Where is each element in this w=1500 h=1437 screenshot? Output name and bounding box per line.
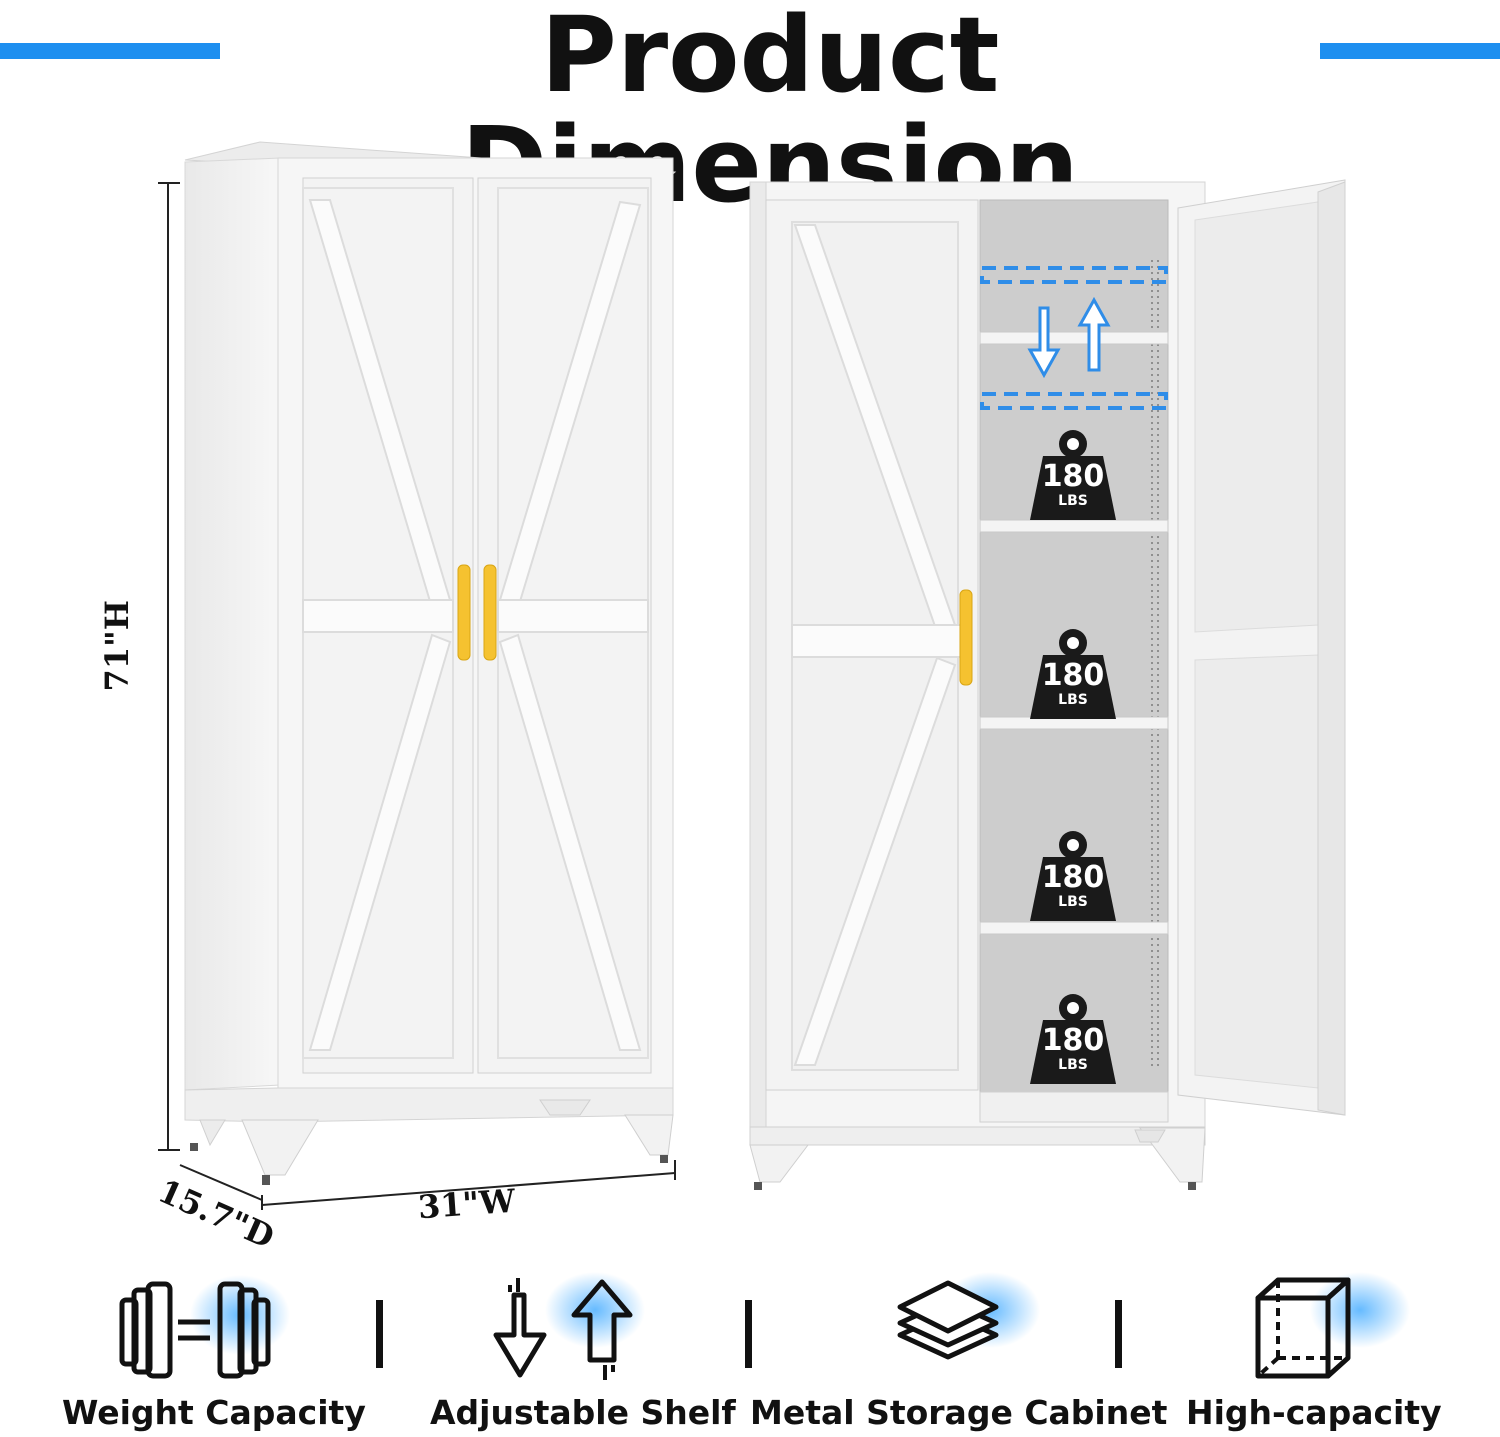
weight-capacity-icon bbox=[119, 1275, 290, 1379]
layers-icon bbox=[897, 1272, 1040, 1360]
title-line-right bbox=[1320, 43, 1500, 59]
feature-separator bbox=[1115, 1300, 1122, 1368]
kettlebell-icon bbox=[1030, 629, 1116, 719]
feature-separator bbox=[745, 1300, 752, 1368]
feature-label-adjustable-shelf: Adjustable Shelf bbox=[430, 1393, 736, 1432]
closed-cabinet-illustration bbox=[184, 141, 677, 1185]
dimension-lines bbox=[158, 182, 676, 1210]
title-line-left bbox=[0, 43, 220, 59]
shelf-weight-badge: 180 LBS bbox=[1028, 992, 1118, 1086]
feature-label-metal-storage-cabinet: Metal Storage Cabinet bbox=[750, 1393, 1168, 1432]
kettlebell-icon bbox=[1030, 994, 1116, 1084]
shelf-weight-badge: 180 LBS bbox=[1028, 428, 1118, 522]
shelf-weight-badge: 180 LBS bbox=[1028, 627, 1118, 721]
shelf-weight-badge: 180 LBS bbox=[1028, 829, 1118, 923]
adjustable-shelf-icon bbox=[493, 1272, 645, 1380]
feature-label-high-capacity: High-capacity bbox=[1186, 1393, 1442, 1432]
cube-icon bbox=[1255, 1272, 1410, 1379]
width-dimension-label: 31"W bbox=[416, 1181, 517, 1227]
height-dimension-label: 71"H bbox=[98, 600, 136, 692]
feature-separator bbox=[376, 1300, 383, 1368]
open-cabinet-illustration bbox=[749, 179, 1346, 1190]
kettlebell-icon bbox=[1030, 430, 1116, 520]
kettlebell-icon bbox=[1030, 831, 1116, 921]
feature-label-weight-capacity: Weight Capacity bbox=[62, 1393, 366, 1432]
